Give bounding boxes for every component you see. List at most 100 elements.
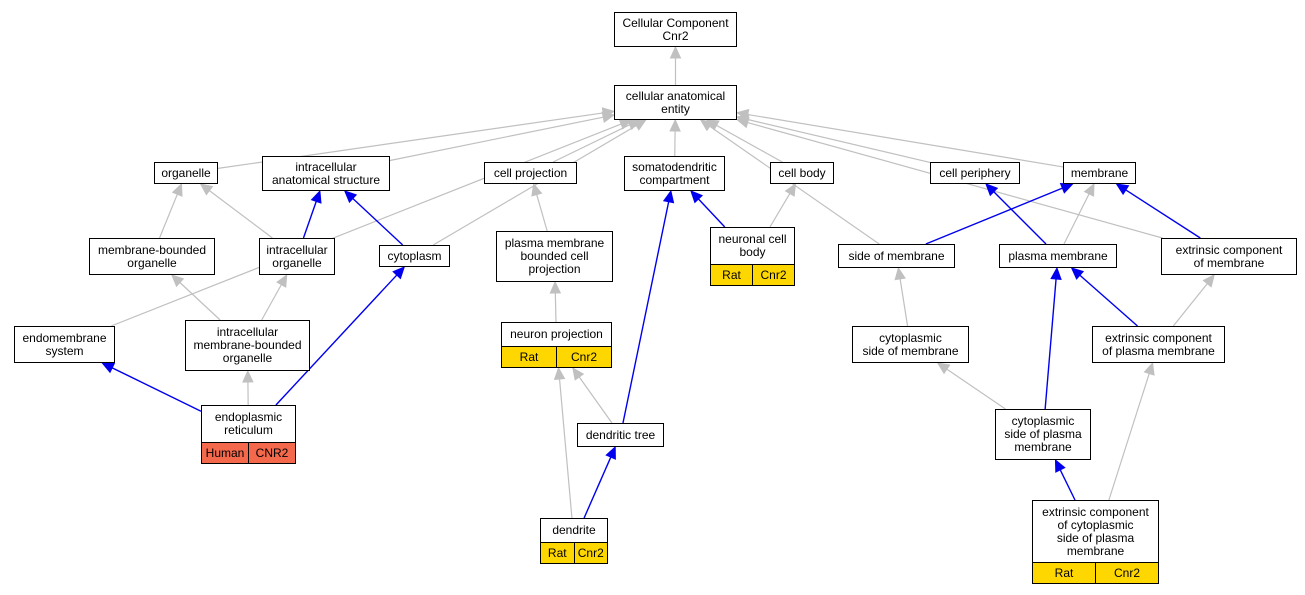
node-cytoplasm[interactable]: cytoplasm	[379, 245, 450, 267]
edge-somatodendritic-compartment-to-cellular-anatomical-entity	[669, 118, 681, 157]
edge-plasma-membrane-to-membrane	[1063, 182, 1095, 245]
edge-line	[1044, 278, 1057, 410]
node-label-line: extrinsic component	[1175, 242, 1283, 257]
node-label-line: system	[45, 343, 84, 358]
edge-membrane-to-cellular-anatomical-entity	[735, 108, 1064, 168]
node-label-line: organelle	[222, 351, 273, 365]
node-label-line: bounded cell	[520, 249, 589, 263]
node-label-line: somatodendritic	[632, 159, 717, 174]
node-label: organelle	[155, 163, 217, 183]
node-cell-periphery[interactable]: cell periphery	[930, 162, 1020, 184]
edge-cytoplasmic-side-of-plasma-membrane-to-cytoplasmic-side-of-membrane	[936, 362, 1006, 410]
edge-line	[993, 191, 1047, 245]
species-badge: Human	[202, 443, 248, 463]
node-label-line: Cellular Component	[622, 15, 729, 30]
node-label-line: cytoplasm	[387, 248, 442, 263]
edge-dendritic-tree-to-neuron-projection	[572, 367, 613, 424]
edge-cytoplasmic-side-of-plasma-membrane-to-plasma-membrane	[1044, 266, 1062, 410]
node-plasma-membrane[interactable]: plasma membrane	[999, 244, 1117, 268]
node-label-line: dendrite	[552, 523, 596, 537]
edge-arrowhead	[1202, 274, 1215, 288]
node-label-line: intracellular	[266, 242, 328, 257]
edge-line	[389, 116, 604, 162]
node-side-of-membrane[interactable]: side of membrane	[838, 244, 955, 268]
edge-line	[578, 376, 613, 424]
edge-arrowhead	[662, 189, 675, 204]
node-label-line: endoplasmic	[214, 410, 283, 424]
edge-arrowhead	[310, 189, 322, 204]
node-dendritic-tree[interactable]: dendritic tree	[577, 423, 664, 447]
edge-intracellular-membrane-bounded-organelle-to-membrane-bounded-organelle	[170, 274, 221, 321]
edge-arrowhead	[735, 117, 750, 129]
edge-line	[302, 201, 317, 239]
edge-line	[747, 118, 931, 163]
node-label-line: cytoplasmic	[879, 330, 942, 345]
edge-line	[352, 197, 404, 246]
edge-arrowhead	[392, 266, 406, 280]
node-membrane[interactable]: membrane	[1063, 162, 1136, 184]
node-label-line: membrane-bounded	[97, 242, 207, 257]
edge-arrowhead	[343, 190, 358, 204]
edge-line	[261, 284, 282, 321]
edge-arrowhead	[784, 182, 797, 197]
node-label-line: cell projection	[493, 165, 568, 180]
edge-extrinsic-component-of-membrane-to-membrane	[1115, 183, 1201, 239]
node-cell-projection[interactable]: cell projection	[484, 162, 577, 184]
node-label-line: cell periphery	[939, 165, 1011, 180]
node-organelle[interactable]: organelle	[154, 162, 218, 184]
edge-line	[769, 193, 791, 228]
node-label: cell body	[771, 163, 833, 183]
species-badge: Cnr2	[752, 265, 794, 285]
edge-arrowhead	[894, 266, 906, 281]
edge-line	[275, 274, 398, 406]
node-label-line: compartment	[639, 172, 710, 187]
edge-line	[110, 123, 622, 327]
node-label-line: of membrane	[1193, 255, 1265, 270]
edge-extrinsic-component-of-plasma-membrane-to-plasma-membrane	[1070, 267, 1138, 327]
node-label-line: projection	[528, 262, 581, 276]
edge-arrowhead	[1143, 361, 1155, 376]
edge-arrowhead	[605, 445, 616, 460]
node-label: neuron projection	[502, 323, 611, 346]
species-badge: Rat	[711, 265, 752, 285]
edge-extrinsic-component-of-cytoplasmic-side-of-plasma-membrane-to-cytoplasmic-side-of-plasma-membrane	[1054, 458, 1076, 501]
edge-arrowhead	[1054, 458, 1066, 473]
edge-membrane-bounded-organelle-to-organelle	[158, 182, 183, 239]
edge-arrowhead	[242, 369, 254, 383]
node-label-line: extrinsic component	[1105, 330, 1212, 345]
node-label: side of membrane	[839, 245, 954, 267]
edge-neuron-projection-to-plasma-membrane-bounded-cell-projection	[549, 280, 562, 323]
edge-arrowhead	[1115, 183, 1130, 196]
node-label-line: plasma membrane	[504, 236, 605, 250]
node-cell-body[interactable]: cell body	[770, 162, 834, 184]
edge-line	[209, 190, 273, 239]
edge-dendrite-to-neuron-projection	[553, 366, 573, 519]
edge-arrowhead	[601, 111, 616, 123]
node-label-line: endomembrane	[22, 330, 107, 345]
edge-extrinsic-component-of-plasma-membrane-to-extrinsic-component-of-membrane	[1172, 274, 1215, 327]
